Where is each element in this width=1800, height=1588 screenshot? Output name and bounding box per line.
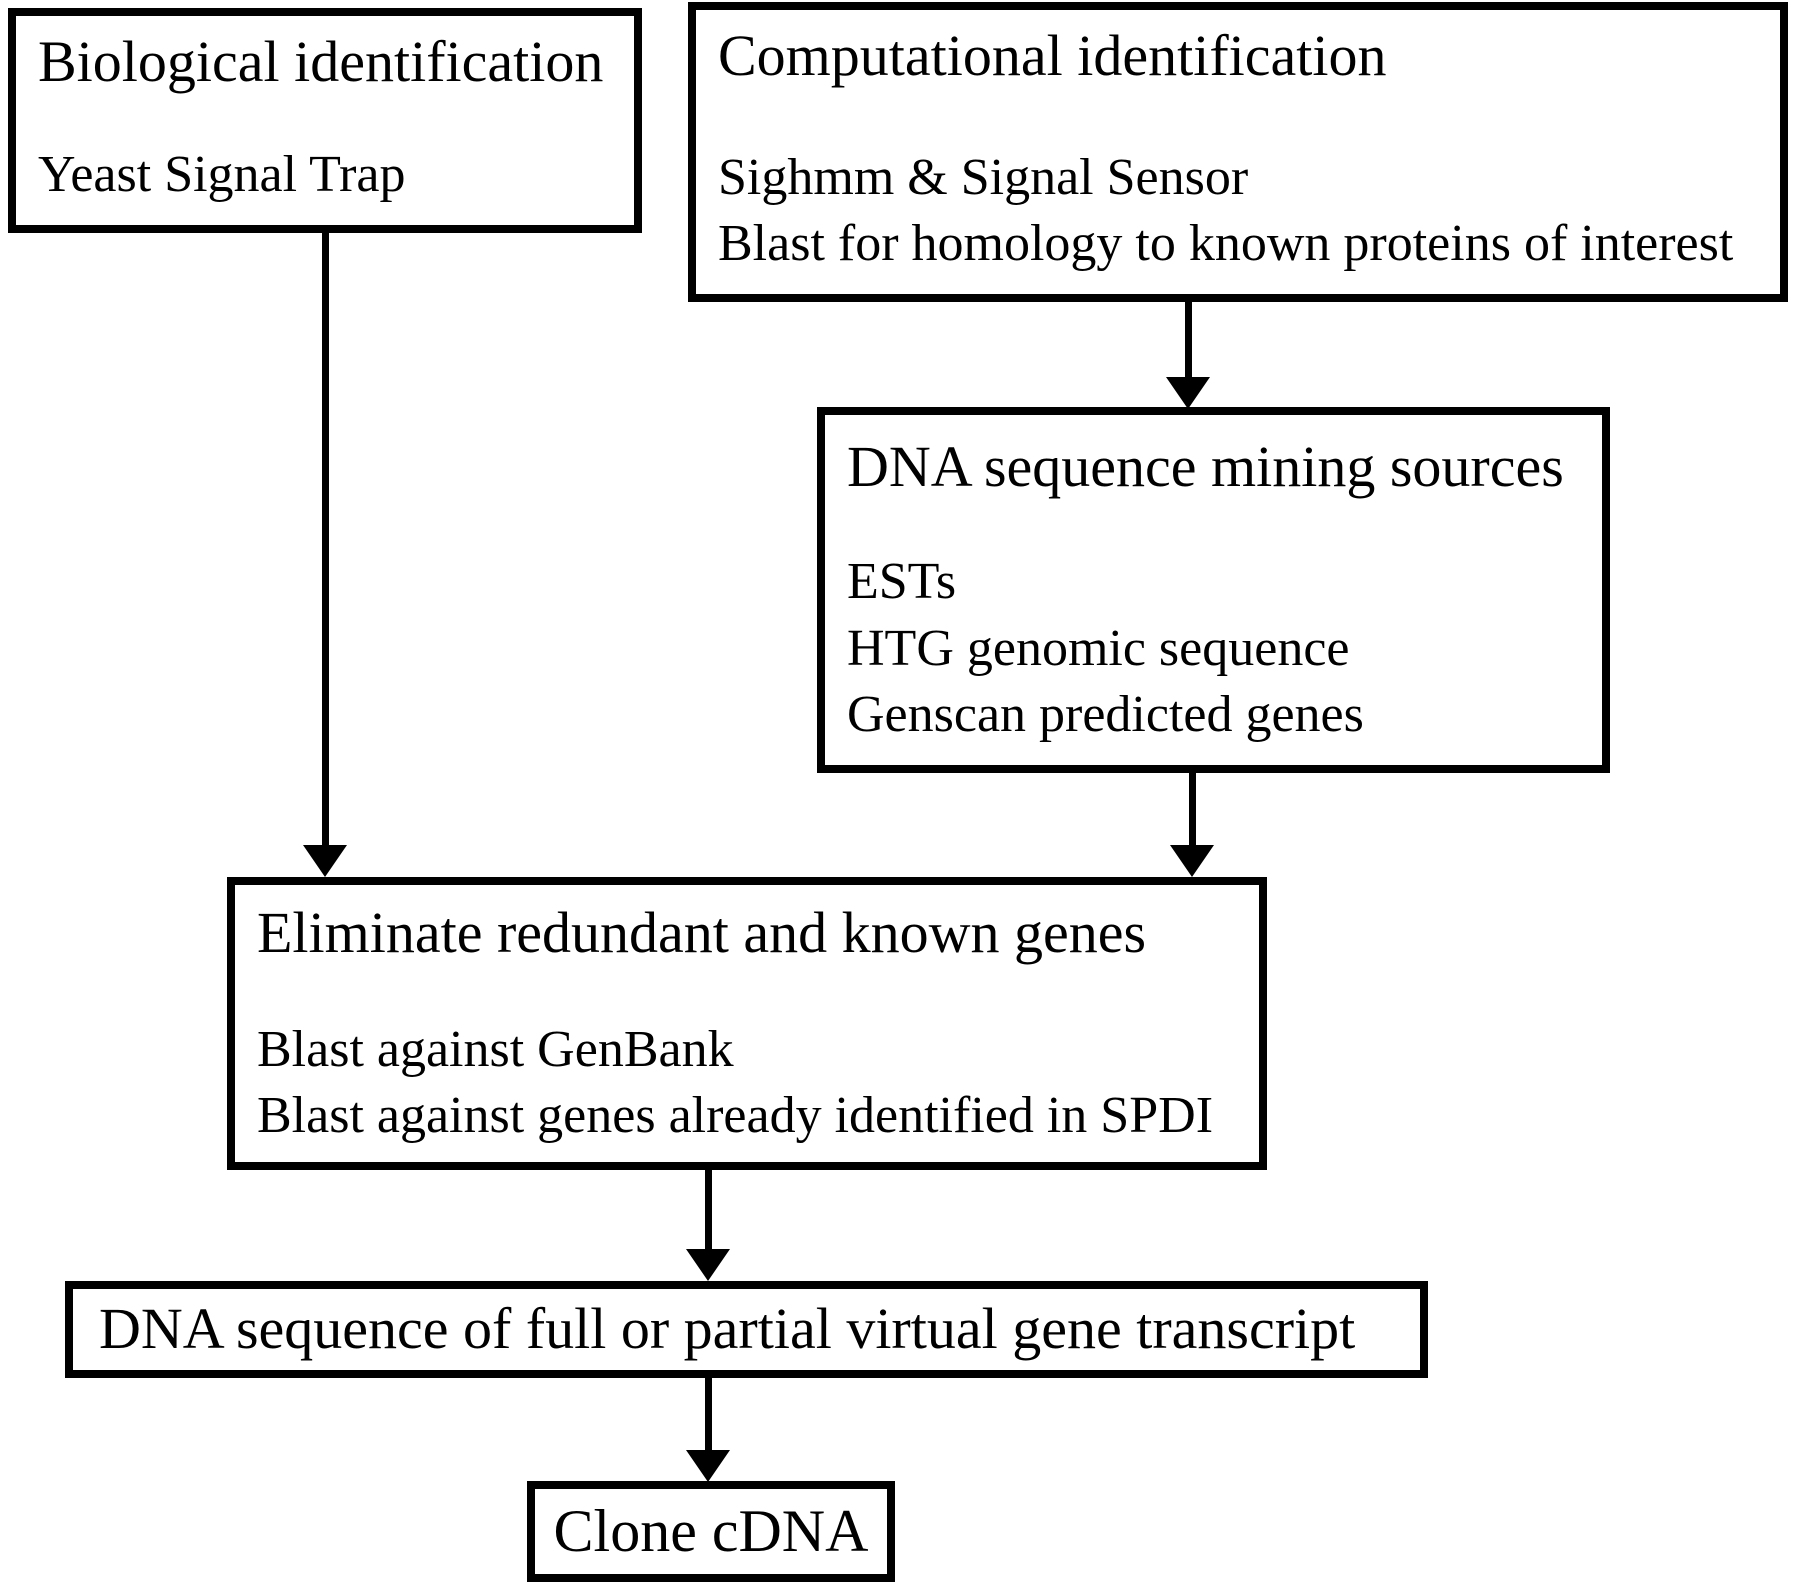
node-eliminate-redundant-and-known-genes: Eliminate redundant and known genes Blas…	[227, 877, 1267, 1170]
arrow-shaft	[321, 231, 329, 845]
node-line: Blast against GenBank	[257, 1020, 734, 1078]
arrow-computational-to-mining	[1166, 300, 1210, 409]
arrow-eliminate-to-transcript	[686, 1168, 730, 1281]
arrowhead-down-icon	[1166, 377, 1210, 409]
node-title: Eliminate redundant and known genes	[257, 900, 1147, 965]
node-line: Blast for homology to known proteins of …	[718, 215, 1734, 273]
node-line: HTG genomic sequence	[847, 619, 1350, 677]
arrow-shaft	[704, 1168, 712, 1249]
arrow-shaft	[704, 1376, 712, 1450]
node-title: DNA sequence of full or partial virtual …	[99, 1296, 1356, 1362]
node-title: DNA sequence mining sources	[847, 434, 1564, 499]
node-line: Genscan predicted genes	[847, 686, 1364, 744]
arrow-biological-to-eliminate	[303, 231, 347, 877]
arrow-shaft	[1184, 300, 1192, 377]
arrow-shaft	[1188, 771, 1196, 845]
node-biological-identification: Biological identification Yeast Signal T…	[8, 8, 642, 233]
node-dna-sequence-mining-sources: DNA sequence mining sources ESTs HTG gen…	[817, 407, 1610, 773]
arrowhead-down-icon	[1170, 845, 1214, 877]
node-title: Computational identification	[718, 23, 1387, 88]
node-dna-sequence-of-virtual-gene-transcript: DNA sequence of full or partial virtual …	[65, 1281, 1428, 1378]
arrowhead-down-icon	[686, 1249, 730, 1281]
arrowhead-down-icon	[303, 845, 347, 877]
node-line: Yeast Signal Trap	[38, 146, 406, 204]
node-line: Sighmm & Signal Sensor	[718, 148, 1249, 206]
node-line: ESTs	[847, 553, 957, 611]
node-computational-identification: Computational identification Sighmm & Si…	[688, 2, 1788, 302]
node-title: Biological identification	[38, 29, 604, 94]
arrow-mining-to-eliminate	[1170, 771, 1214, 877]
node-title: Clone cDNA	[553, 1497, 869, 1564]
node-line: Blast against genes already identified i…	[257, 1087, 1214, 1145]
arrowhead-down-icon	[686, 1450, 730, 1482]
arrow-transcript-to-clone	[686, 1376, 730, 1482]
node-clone-cdna: Clone cDNA	[527, 1481, 895, 1582]
